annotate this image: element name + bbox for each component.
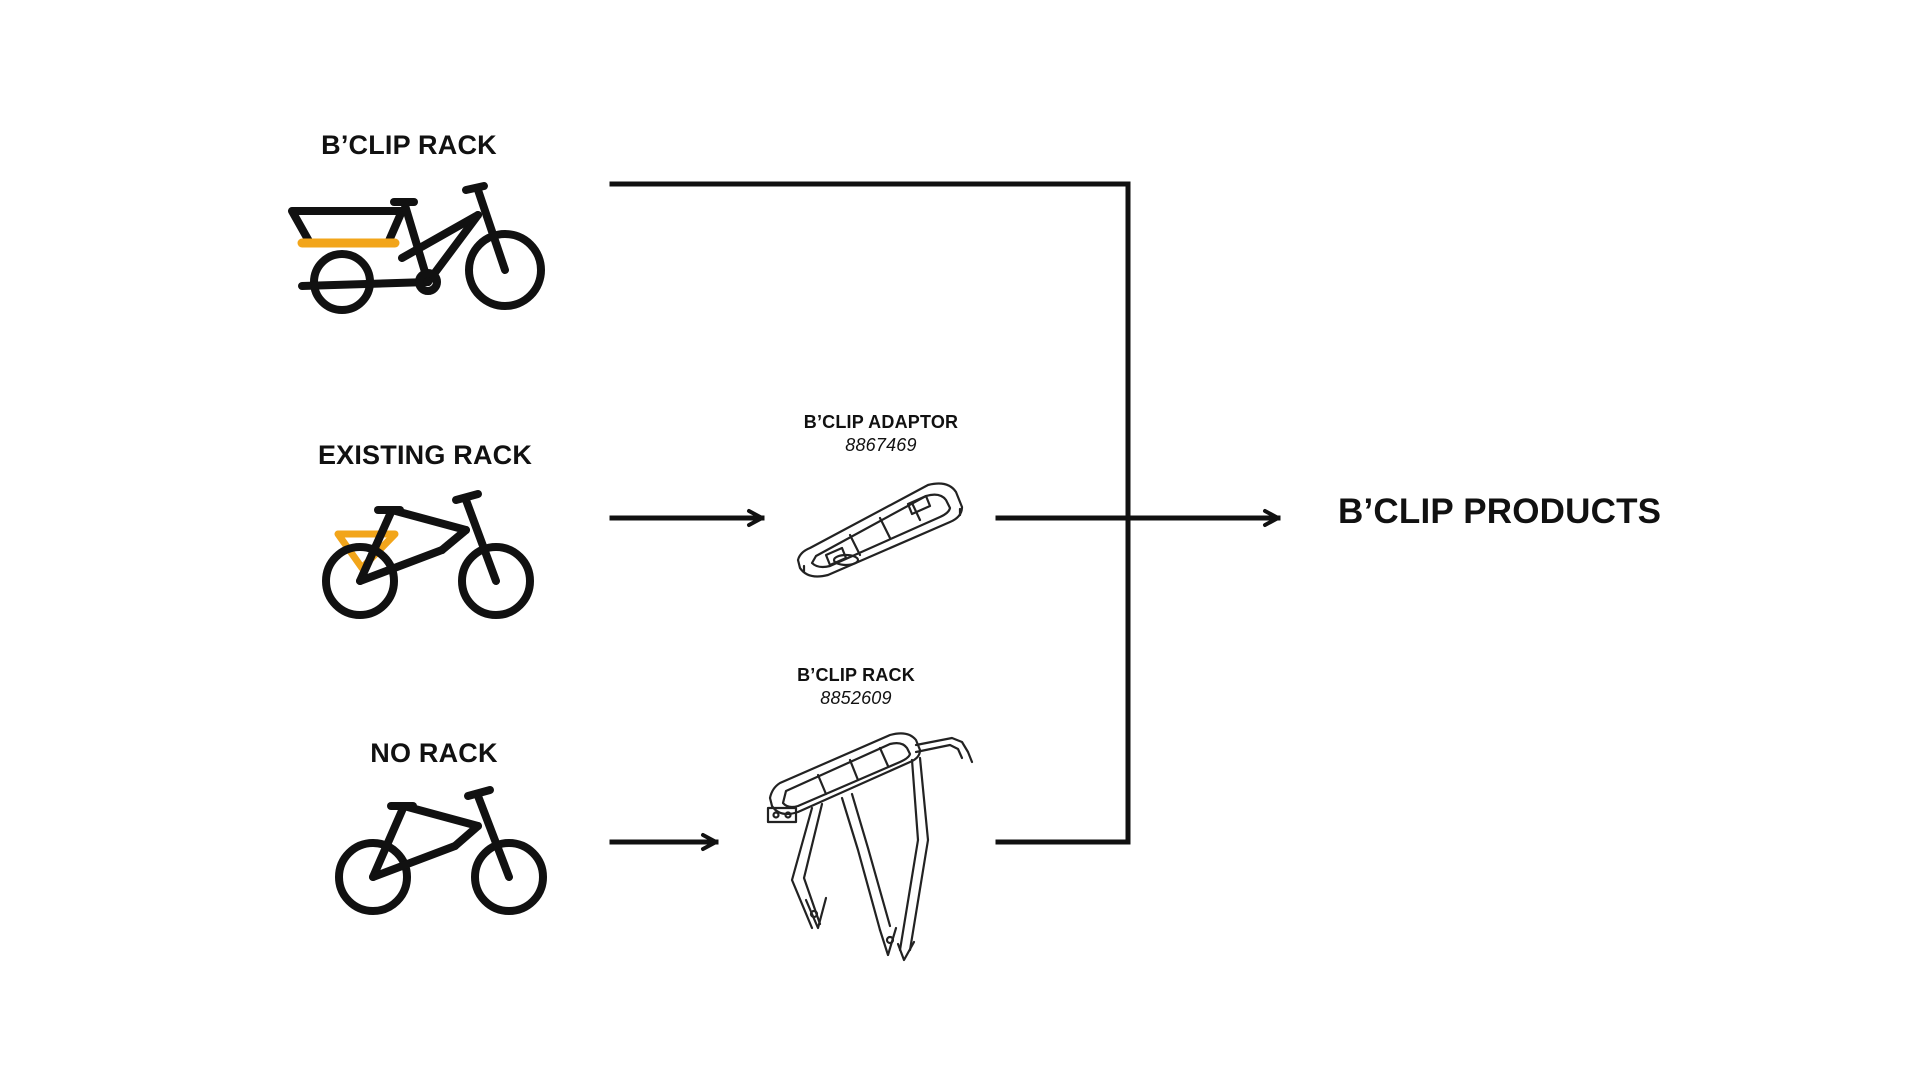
product-code-rack: 8852609 (820, 688, 892, 708)
output-title: B’CLIP PRODUCTS (1338, 492, 1662, 531)
row-title-bclip-rack: B’CLIP RACK (321, 130, 497, 160)
product-name-rack: B’CLIP RACK (797, 665, 915, 685)
bike-with-rack-icon (322, 490, 534, 619)
rack-adaptor-icon (796, 482, 964, 578)
bike-icon (335, 786, 547, 915)
product-code-adaptor: 8867469 (845, 435, 917, 455)
cargo-bike-icon (288, 182, 545, 314)
row-title-no-rack: NO RACK (370, 738, 498, 768)
row-title-existing-rack: EXISTING RACK (317, 440, 533, 470)
connector-lines (609, 181, 1131, 845)
product-name-adaptor: B’CLIP ADAPTOR (803, 412, 959, 432)
rear-rack-icon (766, 732, 974, 962)
connector-rack-to-bus (609, 181, 1131, 845)
